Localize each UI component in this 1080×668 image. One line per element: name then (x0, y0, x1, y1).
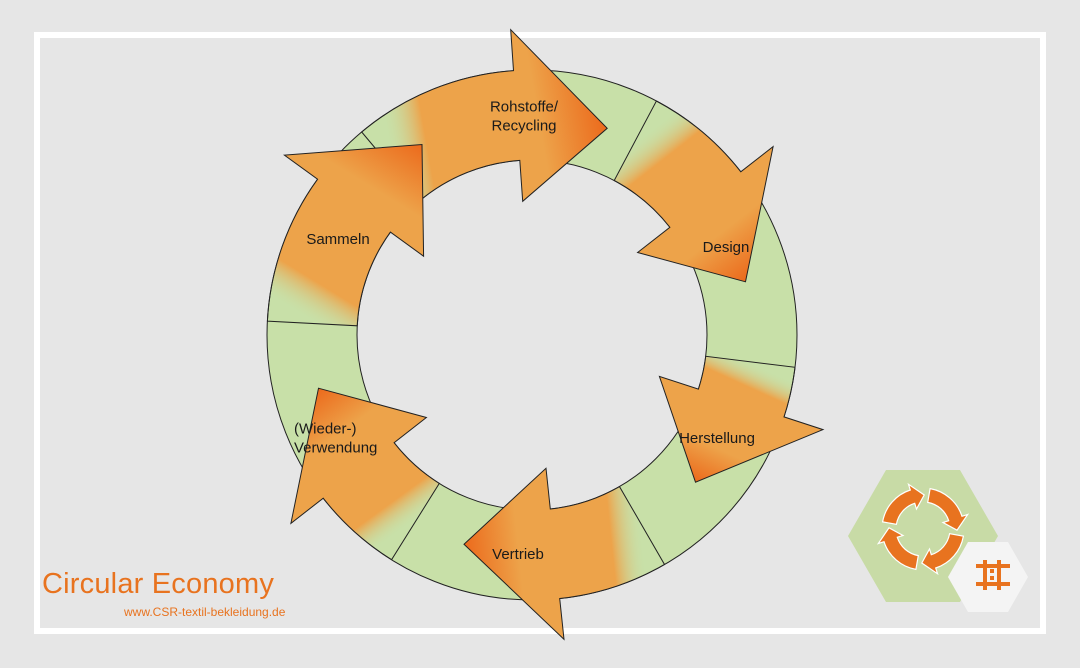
cycle-arrow-1 (360, 28, 608, 203)
hashtag-bar (997, 560, 1001, 590)
stage-label-line: Herstellung (679, 430, 755, 447)
stage-label-1: Rohstoffe/Recycling (490, 99, 559, 135)
stage-label-2: Design (703, 239, 750, 256)
stage-label-line: Vertrieb (492, 546, 544, 563)
stage-label-line: Sammeln (306, 231, 369, 248)
stage-label-3: Herstellung (679, 430, 755, 447)
circular-arrow-segment (881, 482, 925, 525)
brand-logo (848, 470, 1028, 612)
stage-label-4: Vertrieb (492, 546, 544, 563)
brand-title: Circular Economy (42, 568, 275, 600)
white-hexagon (948, 542, 1028, 612)
hashtag-icon (976, 560, 1010, 590)
stage-label-line: Verwendung (294, 440, 377, 457)
hashtag-dot (990, 576, 994, 580)
circular-arrow-segment (927, 487, 970, 531)
circular-arrow-segment (876, 527, 919, 571)
hashtag-dot (990, 569, 994, 573)
cycle-arrow-5 (290, 387, 440, 561)
hashtag-bar (976, 582, 1010, 586)
stage-label-line: Rohstoffe/ (490, 99, 559, 116)
circular-arrow-segment (921, 533, 965, 576)
cycle-arrow-3 (658, 355, 825, 483)
cycle-arrow-6 (266, 143, 425, 327)
stage-label-line: (Wieder-) (294, 421, 357, 438)
circular-arrows-icon (876, 482, 970, 576)
stage-label-5: (Wieder-) Verwendung (294, 421, 377, 457)
stage-label-line: Recycling (491, 118, 556, 135)
hashtag-bar (976, 564, 1010, 568)
stage-label-6: Sammeln (306, 231, 369, 248)
cycle-arrow-4 (463, 467, 666, 641)
cycle-arrow-2 (613, 100, 774, 283)
hashtag-bar (983, 560, 987, 590)
stage-label-line: Design (703, 239, 750, 256)
brand-url: www.CSR-textil-bekleidung.de (124, 605, 286, 619)
